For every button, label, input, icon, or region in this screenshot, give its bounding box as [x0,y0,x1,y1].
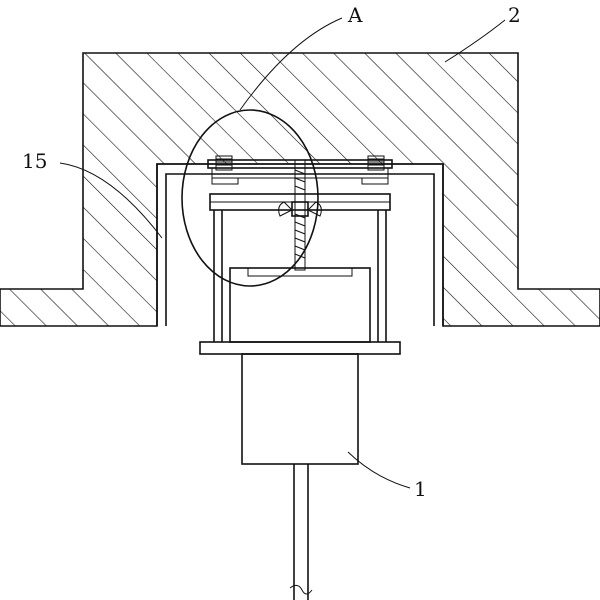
leader-2 [444,19,506,63]
label-part-2: 2 [508,3,521,27]
cylinder-body [241,353,359,465]
lead-screw [291,159,309,271]
cavity-liner [156,163,444,326]
label-part-15: 15 [22,149,47,173]
cylinder [199,341,401,600]
left-spring [211,155,239,185]
detail-circle-a [181,109,319,287]
leader-a [239,17,343,111]
housing-block [0,52,600,327]
label-a: A [347,3,363,27]
wing-nut [278,201,322,217]
right-spring [361,155,389,185]
telescopic-mechanism [207,155,393,343]
cylinder-flange [199,341,401,355]
leader-1 [347,451,411,489]
label-part-1: 1 [414,477,427,501]
inner-box [229,267,371,343]
leader-15 [59,162,163,239]
